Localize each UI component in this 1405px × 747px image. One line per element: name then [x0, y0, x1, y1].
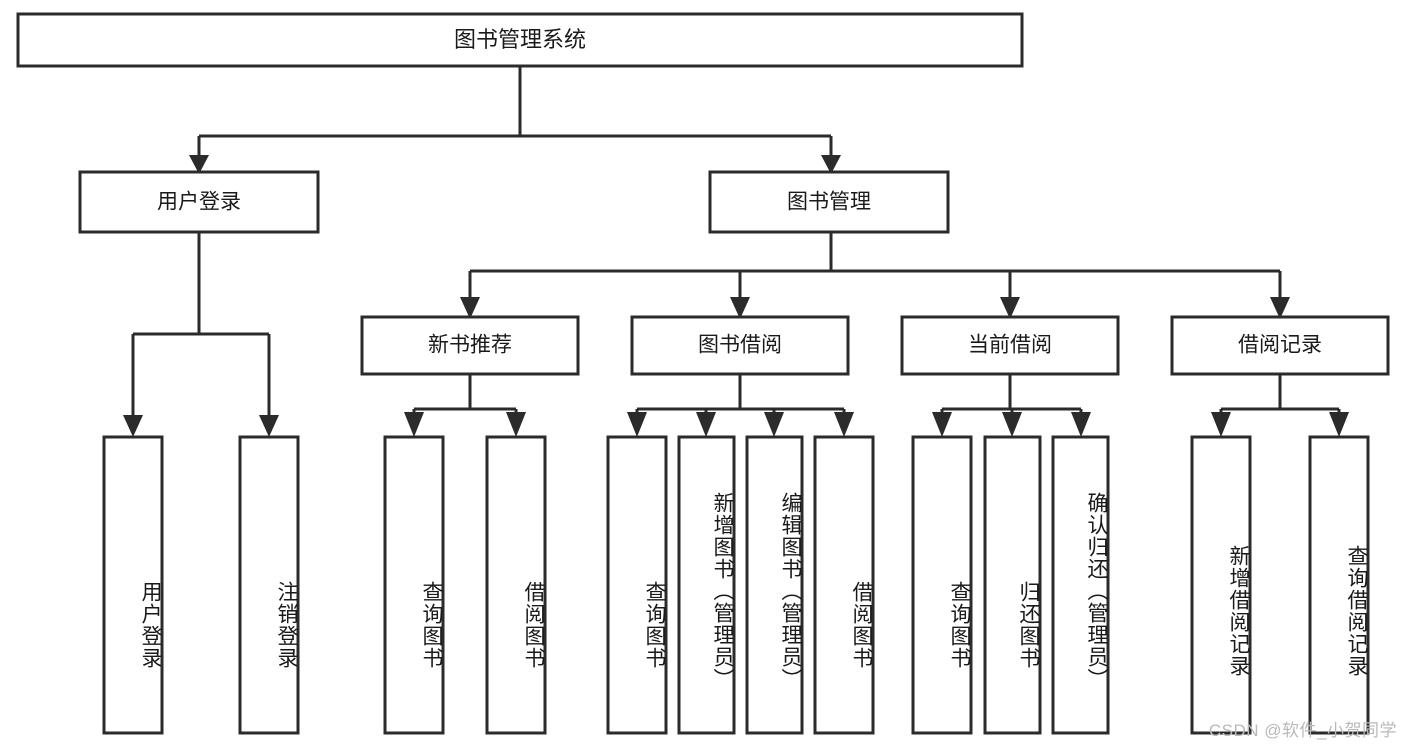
arrowhead-leaf-borrow-book-2 [834, 412, 854, 437]
arrowhead-leaf-edit-book [764, 412, 784, 437]
leaf-add-record[interactable] [1190, 435, 1252, 735]
node-book-manage[interactable] [708, 170, 950, 234]
arrowhead-book-borrow [730, 297, 750, 319]
node-book-manage-label: 图书管理 [787, 191, 871, 214]
leaf-query-book-2[interactable] [606, 435, 668, 735]
leaf-user-login[interactable] [102, 435, 164, 735]
node-book-borrow-label: 图书借阅 [698, 334, 782, 357]
node-current-borrow[interactable] [900, 315, 1120, 376]
leaf-edit-book[interactable] [745, 435, 804, 735]
arrowhead-leaf-user-login [123, 415, 143, 437]
node-borrow-record[interactable] [1170, 315, 1390, 376]
arrowhead-leaf-return-book [1002, 412, 1022, 437]
leaf-add-book[interactable] [677, 435, 736, 735]
arrowhead-leaf-logout [259, 415, 279, 437]
leaf-return-book[interactable] [983, 435, 1042, 735]
leaf-borrow-book-2[interactable] [813, 435, 875, 735]
arrowhead-book-manage [821, 155, 841, 174]
leaf-logout[interactable] [238, 435, 300, 735]
arrowhead-leaf-query-book-1 [404, 412, 424, 437]
node-current-borrow-label: 当前借阅 [968, 334, 1052, 357]
node-borrow-record-label: 借阅记录 [1238, 334, 1322, 357]
leaf-borrow-book-1[interactable] [485, 435, 547, 735]
node-new-book-rec[interactable] [360, 315, 580, 376]
node-book-borrow[interactable] [630, 315, 850, 376]
arrowhead-leaf-query-book-2 [627, 412, 647, 437]
arrowhead-leaf-add-record [1211, 412, 1231, 437]
node-root-label: 图书管理系统 [454, 27, 586, 52]
leaf-confirm-return[interactable] [1051, 435, 1110, 735]
arrowhead-current-borrow [1000, 297, 1020, 319]
edge-group [123, 66, 1349, 437]
leaf-query-book-1[interactable] [383, 435, 445, 735]
arrowhead-borrow-record [1270, 297, 1290, 319]
arrowhead-leaf-confirm-return [1071, 412, 1091, 437]
leaf-query-record[interactable] [1308, 435, 1370, 735]
node-root[interactable] [16, 12, 1024, 68]
arrowhead-leaf-add-book [696, 412, 716, 437]
arrowhead-leaf-query-record [1329, 412, 1349, 437]
arrowhead-leaf-query-book-3 [932, 412, 952, 437]
node-new-book-rec-label: 新书推荐 [428, 334, 512, 357]
csdn-watermark: CSDN @软件_小贺同学 [1208, 721, 1397, 740]
arrowhead-user-login [189, 155, 209, 174]
arrowhead-leaf-borrow-book-1 [506, 412, 526, 437]
node-user-login[interactable] [78, 170, 320, 234]
arrowhead-new-book-rec [460, 297, 480, 319]
leaf-group [102, 435, 1370, 735]
node-user-login-label: 用户登录 [157, 191, 241, 214]
node-group: 图书管理系统 用户登录 图书管理 新书推荐 图书借阅 当前借阅 借阅记录 [16, 12, 1390, 376]
leaf-query-book-3[interactable] [911, 435, 973, 735]
